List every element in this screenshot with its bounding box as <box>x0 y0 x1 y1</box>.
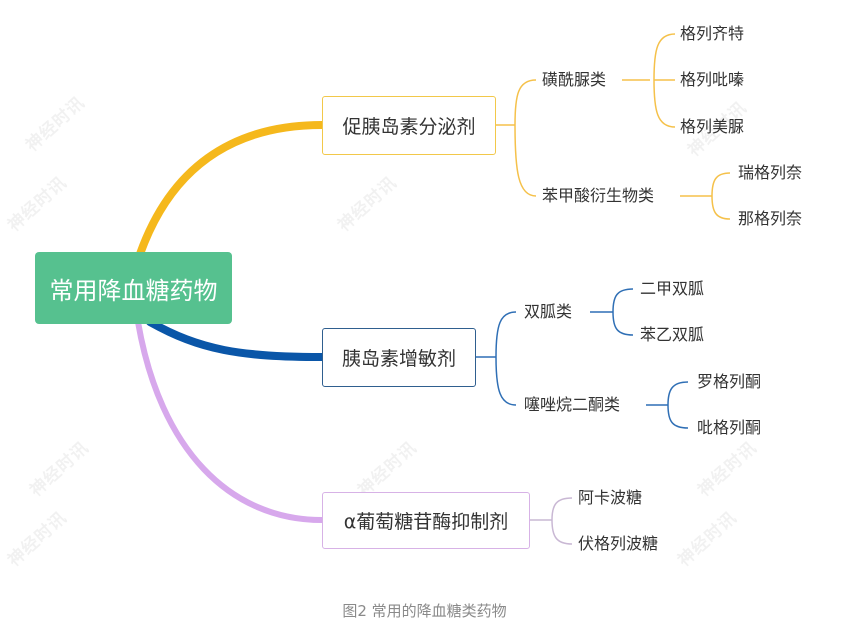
drug-label: 罗格列酮 <box>697 372 762 391</box>
drug-label: 格列齐特 <box>680 24 745 43</box>
drug-label: 那格列奈 <box>738 209 803 228</box>
blue-bracket-lines <box>476 288 689 429</box>
category-node-secretagogue: 促胰岛素分泌剂 <box>322 96 496 155</box>
drug-label: 阿卡波糖 <box>578 488 643 507</box>
category-node-sensitizer: 胰岛素增敏剂 <box>322 328 476 387</box>
root-node: 常用降血糖药物 <box>35 252 232 324</box>
drug-label: 吡格列酮 <box>697 418 762 437</box>
subgroup-label: 苯甲酸衍生物类 <box>542 186 655 205</box>
branch-curve-purple <box>135 319 325 523</box>
purple-bracket-lines <box>530 497 573 545</box>
branch-curve-yellow <box>136 121 326 258</box>
branch-curve-blue <box>146 318 326 361</box>
drug-label: 格列美脲 <box>680 117 745 136</box>
drug-label: 二甲双胍 <box>640 279 705 298</box>
drug-label: 苯乙双胍 <box>640 325 705 344</box>
subgroup-label: 磺酰脲类 <box>542 70 607 89</box>
figure-caption: 图2 常用的降血糖类药物 <box>342 602 507 620</box>
drug-label: 格列吡嗪 <box>680 70 745 89</box>
drug-label: 伏格列波糖 <box>578 534 659 553</box>
subgroup-label: 噻唑烷二酮类 <box>524 395 621 414</box>
drug-label: 瑞格列奈 <box>738 163 803 182</box>
yellow-bracket-lines <box>496 33 731 220</box>
subgroup-label: 双胍类 <box>524 302 573 321</box>
category-node-glucosidase-inhibitor: α葡萄糖苷酶抑制剂 <box>322 492 530 549</box>
